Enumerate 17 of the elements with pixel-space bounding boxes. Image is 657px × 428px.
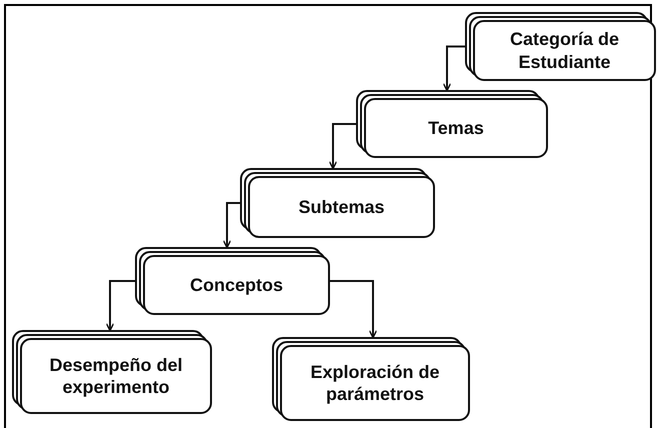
box-label: Exploración de parámetros <box>309 360 441 406</box>
box-label: Subtemas <box>297 196 386 218</box>
arrow <box>222 202 240 248</box>
stacked-box <box>356 90 548 158</box>
box-label: Conceptos <box>188 274 284 296</box>
stacked-box <box>135 247 330 315</box>
box-label: Desempeño del experimento <box>48 354 184 398</box>
arrow <box>328 123 356 170</box>
stacked-box <box>240 168 435 238</box>
box-label: Temas <box>427 116 485 140</box>
arrow <box>442 46 465 92</box>
arrow <box>106 280 135 332</box>
stacked-box <box>12 330 212 414</box>
stacked-box <box>272 337 470 421</box>
arrow <box>330 280 378 338</box>
box-label: Categoría de Estudiante <box>508 28 620 73</box>
stacked-box <box>465 12 656 81</box>
